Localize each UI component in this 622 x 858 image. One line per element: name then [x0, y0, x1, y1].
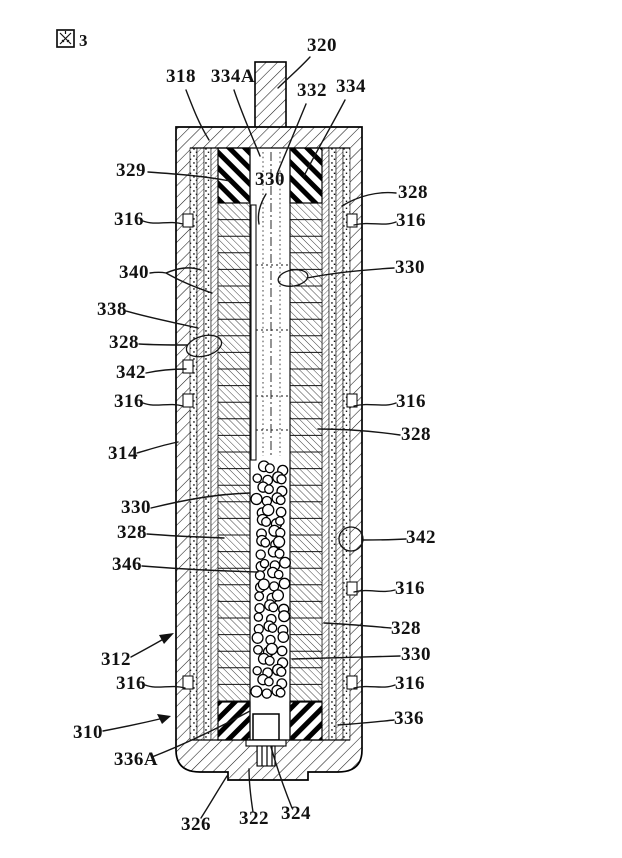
- callout-336A: 336A: [114, 749, 158, 770]
- callout-330-l: 330: [121, 497, 151, 518]
- electrode-strips-left: [189, 147, 219, 741]
- callout-328-l1: 328: [109, 332, 139, 353]
- separator-tabs: [182, 213, 358, 690]
- loop-328-left: [185, 334, 223, 358]
- callout-328-r3: 328: [391, 618, 421, 639]
- callout-338: 338: [97, 299, 127, 320]
- insulator-bottom-right-336: [289, 701, 323, 741]
- callout-346: 346: [112, 554, 142, 575]
- callout-316-r4: 316: [395, 673, 425, 694]
- center-rod: [250, 204, 257, 461]
- arrowhead-312: [159, 633, 174, 644]
- callout-330-core-top: 330: [255, 169, 285, 190]
- callout-328-l2: 328: [117, 522, 147, 543]
- callouts: 320 318 334A 332 334 329 330 328 316 316…: [73, 35, 436, 835]
- callout-316-l2: 316: [114, 391, 144, 412]
- callout-324: 324: [281, 803, 311, 824]
- callout-328-r1: 328: [398, 182, 428, 203]
- callout-316-r1: 316: [396, 210, 426, 231]
- figure-kanji-icon: [56, 29, 75, 48]
- assembly-boundaries: [190, 147, 350, 741]
- callout-328-r2: 328: [401, 424, 431, 445]
- callout-320: 320: [307, 35, 337, 56]
- callout-312: 312: [101, 649, 131, 670]
- callout-336: 336: [394, 708, 424, 729]
- arrowhead-310: [157, 714, 171, 724]
- callout-334: 334: [336, 76, 366, 97]
- callout-314: 314: [108, 443, 138, 464]
- callout-340: 340: [119, 262, 149, 283]
- callout-316-r3: 316: [395, 578, 425, 599]
- callout-316-l1: 316: [114, 209, 144, 230]
- callout-318: 318: [166, 66, 196, 87]
- loop-330-right: [277, 269, 309, 287]
- callout-316-l3: 316: [116, 673, 146, 694]
- leader-lines: [102, 56, 407, 819]
- electrode-band-lines: [218, 202, 322, 702]
- core-channel-330: [249, 148, 291, 740]
- insulator-top-left-329: [217, 147, 251, 204]
- beads-fill-346: [250, 460, 291, 699]
- terminal-320: [254, 61, 287, 130]
- callout-316-r2: 316: [396, 391, 426, 412]
- callout-342-l: 342: [116, 362, 146, 383]
- callout-330-r2: 330: [401, 644, 431, 665]
- vent-flange: [245, 739, 287, 747]
- callout-326: 326: [181, 814, 211, 835]
- callout-334A: 334A: [211, 66, 255, 87]
- callout-329: 329: [116, 160, 146, 181]
- valve-box-324: [252, 713, 280, 741]
- callout-330-r1: 330: [395, 257, 425, 278]
- insulator-bottom-left-336A: [217, 701, 251, 741]
- electrode-strips-right: [321, 147, 351, 741]
- figure-number: 3: [79, 31, 88, 50]
- callout-322: 322: [239, 808, 269, 829]
- insulator-top-right-334: [289, 147, 323, 204]
- callout-342-r: 342: [406, 527, 436, 548]
- callout-332: 332: [297, 80, 327, 101]
- callout-310: 310: [73, 722, 103, 743]
- vent-322: [256, 745, 276, 767]
- loop-342-right: [338, 526, 364, 552]
